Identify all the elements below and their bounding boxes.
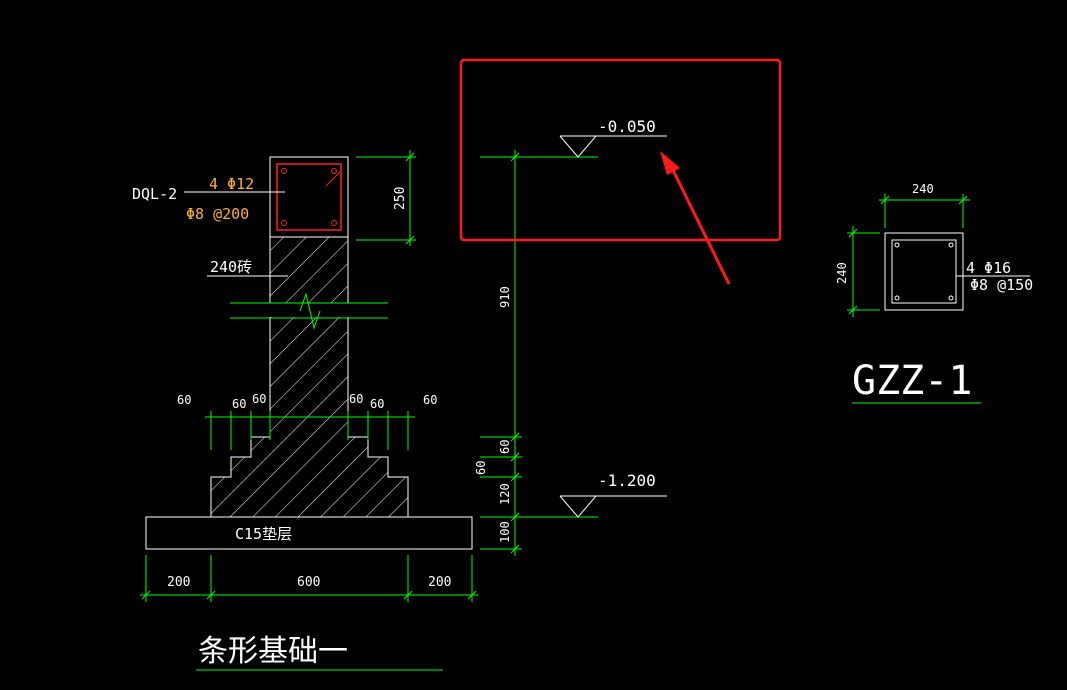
beam-stirrup — [276, 163, 342, 231]
step-dim-left-outer: 60 — [177, 393, 191, 407]
beam-stirrup-label: Φ8 @200 — [186, 205, 249, 223]
step-dim-right-inner: 60 — [349, 392, 363, 406]
strip-foundation-section: DQL-2 4 Φ12 Φ8 @200 250 240砖 C15垫层 — [132, 150, 478, 671]
beam-rebar-dot — [331, 168, 337, 174]
wall-and-footing-hatch — [210, 236, 409, 518]
column-height-dimension: 240 — [835, 262, 849, 284]
column-width-dimension: 240 — [912, 182, 934, 196]
dim-tick — [848, 305, 858, 315]
column-title: GZZ-1 — [852, 358, 972, 404]
bottom-dim-right: 200 — [428, 575, 451, 590]
break-mask — [262, 303, 356, 317]
bottom-dim-left: 200 — [167, 575, 190, 590]
beam-rebar-dot — [281, 168, 287, 174]
dim-tick — [880, 195, 890, 205]
cushion-label: C15垫层 — [235, 525, 292, 543]
highlight-box — [459, 58, 782, 242]
break-zigzag — [299, 292, 321, 330]
dim-tick — [405, 235, 415, 245]
vertical-dim-910: 910 — [498, 286, 512, 308]
ring-beam-outline — [269, 156, 349, 238]
column-stirrup-label: Φ8 @150 — [970, 276, 1033, 294]
beam-stirrup-hook — [325, 171, 341, 187]
beam-rebar-dot — [281, 220, 287, 226]
vertical-dim-60b: 60 — [474, 461, 488, 475]
highlight-annotation — [459, 58, 782, 285]
column-rebar-dot — [948, 295, 954, 301]
arrow-shaft — [668, 163, 731, 285]
column-section: 240 240 4 Φ16 Φ8 @150 GZZ-1 — [835, 182, 1033, 404]
beam-label: DQL-2 — [132, 185, 177, 203]
foundation-title: 条形基础一 — [198, 634, 348, 669]
vertical-dim-60a: 60 — [498, 440, 512, 454]
wall-label: 240砖 — [210, 258, 252, 276]
elevation-section: 910 60 60 120 100 -0.050 -1.200 — [474, 117, 667, 556]
elevation-triangle-bottom — [559, 495, 597, 518]
step-dim-right-mid: 60 — [370, 397, 384, 411]
beam-rebar-dot — [331, 220, 337, 226]
elevation-triangle-top — [559, 135, 597, 158]
step-dimensions — [205, 411, 415, 450]
elevation-top-label: -0.050 — [598, 117, 656, 136]
column-stirrup — [891, 239, 957, 304]
vertical-dim-120: 120 — [498, 483, 512, 505]
column-outline — [884, 232, 964, 311]
step-dim-left-mid: 60 — [232, 397, 246, 411]
step-dim-right-outer: 60 — [423, 393, 437, 407]
arrow-head — [660, 151, 680, 175]
column-main-rebar-label: 4 Φ16 — [966, 259, 1011, 277]
column-rebar-dot — [894, 242, 900, 248]
dim-tick — [958, 195, 968, 205]
dim-tick — [405, 152, 415, 162]
bottom-dimensions — [140, 555, 478, 602]
column-rebar-dot — [894, 295, 900, 301]
elevation-bottom-label: -1.200 — [598, 471, 656, 490]
vertical-dim-100: 100 — [498, 521, 512, 543]
beam-height-dimension: 250 — [393, 187, 408, 210]
column-rebar-dot — [948, 242, 954, 248]
step-dim-left-inner: 60 — [252, 392, 266, 406]
dim-tick — [848, 228, 858, 238]
bottom-dim-center: 600 — [297, 575, 320, 590]
beam-main-rebar-label: 4 Φ12 — [209, 175, 254, 193]
vertical-dim-ticks — [510, 152, 520, 554]
c15-cushion — [145, 516, 473, 550]
